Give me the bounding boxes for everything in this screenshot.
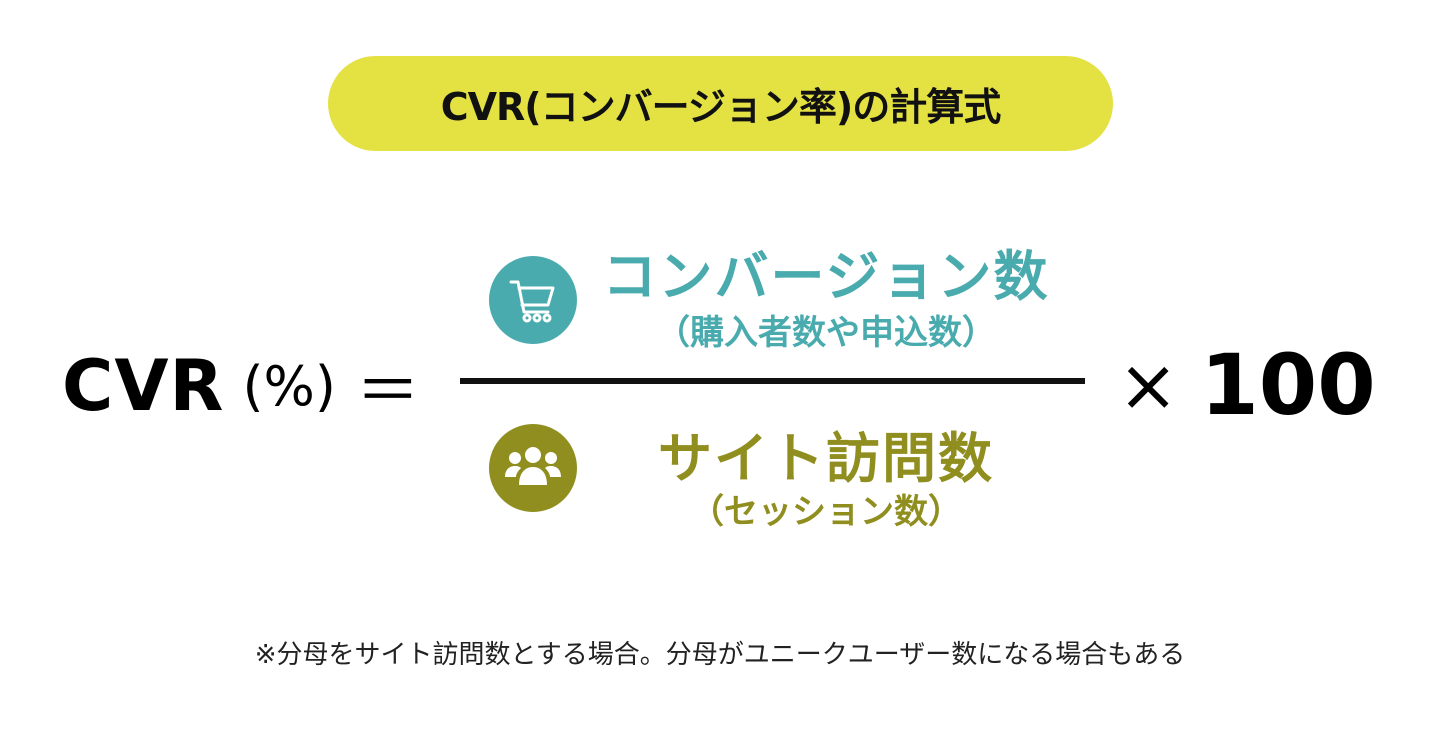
denominator-main: サイト訪問数 [658, 427, 994, 490]
numerator-main: コンバージョン数 [602, 245, 1050, 308]
page-title: CVR(コンバージョン率)の計算式 [440, 85, 1002, 129]
multiply-sign: × [1118, 343, 1179, 427]
equals-sign: ＝ [355, 355, 420, 429]
multiplier-value: 100 [1200, 336, 1376, 434]
footnote: ※分母をサイト訪問数とする場合。分母がユニークユーザー数になる場合もある [254, 640, 1186, 670]
people-group-icon [489, 424, 577, 512]
title-pill: CVR(コンバージョン率)の計算式 [328, 56, 1113, 151]
cvr-label: CVR [62, 345, 225, 427]
numerator-sub: （購入者数や申込数） [656, 313, 996, 353]
shopping-cart-icon [489, 256, 577, 344]
formula-rhs: × 100 [1118, 330, 1376, 440]
formula-lhs: CVR (%) ＝ [62, 336, 420, 436]
fraction-bar [460, 378, 1085, 384]
denominator-sub: （セッション数） [690, 492, 962, 532]
percent-unit: (%) [242, 354, 336, 418]
